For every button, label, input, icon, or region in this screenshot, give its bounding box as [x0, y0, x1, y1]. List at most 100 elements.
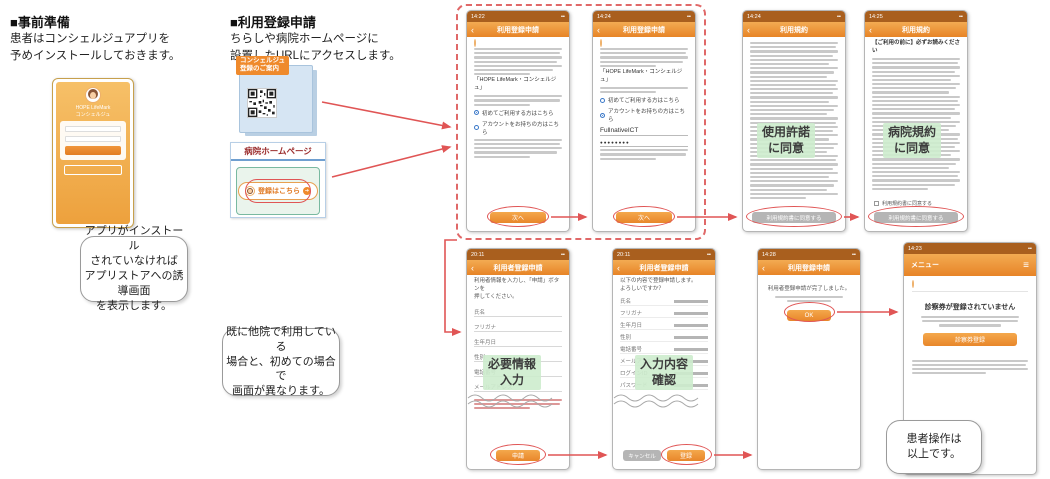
- back-icon[interactable]: ‹: [617, 262, 620, 273]
- terms-text-lines: [750, 42, 838, 200]
- screen-body: 「HOPE LifeMark・コンシェルジュ」 初めてご利用する方はこちら アカ…: [467, 37, 569, 231]
- login-button[interactable]: [65, 146, 121, 155]
- app-header: ‹ 利用規約: [743, 22, 845, 37]
- phone-hospital-terms: 14:25 ▪▪ ‹ 利用規約 【ご利用の前に】必ずお読みください 病院規約 に…: [864, 10, 968, 232]
- password-value[interactable]: ●●●●●●●●: [600, 140, 688, 148]
- screen-body: 「HOPE LifeMark・コンシェルジュ」 初めてご利用する方はこちら アカ…: [593, 37, 695, 231]
- login-id-input[interactable]: [65, 126, 121, 132]
- radio-label: アカウントをお持ちの方はこちら: [482, 121, 560, 136]
- screen-body: 診察券が登録されていません 診察券登録: [904, 276, 1036, 474]
- field-label: 性別: [620, 334, 632, 341]
- status-bar: 14:25 ▪▪: [865, 11, 967, 22]
- complete-message: 利用者登録申請が完了しました。: [767, 286, 851, 292]
- next-button[interactable]: 次へ: [616, 212, 672, 223]
- status-icons: ▪▪: [959, 13, 963, 20]
- dashed-highlight-group: [456, 4, 706, 240]
- header-title: 利用登録申請: [788, 264, 830, 272]
- qr-code: [247, 88, 277, 118]
- app-name-text: 「HOPE LifeMark・コンシェルジュ」: [474, 77, 557, 92]
- apply-button[interactable]: 申請: [496, 450, 540, 461]
- field-label: 氏名: [474, 309, 486, 316]
- radio-first-time[interactable]: 初めてご利用する方はこちら: [600, 96, 688, 104]
- app-header: ‹ 利用者登録申請: [613, 260, 715, 275]
- callout-patient-done: 患者操作は 以上です。: [886, 420, 982, 474]
- next-button[interactable]: 次へ: [490, 212, 546, 223]
- flow-arrow: [331, 145, 452, 178]
- password-input[interactable]: [65, 136, 121, 142]
- sub-text-lines: [912, 359, 1028, 375]
- menu-tab[interactable]: メニュー: [911, 262, 939, 269]
- avatar-icon: [600, 39, 602, 47]
- hamburger-icon[interactable]: ≡: [1023, 259, 1029, 271]
- header-title: 利用登録申請: [623, 26, 665, 34]
- field-label: 電話番号: [620, 346, 643, 353]
- login-id-value[interactable]: FullnativeICT: [600, 127, 688, 137]
- register-here-button[interactable]: 登録はこちら ➔: [238, 182, 318, 200]
- field-label: 生年月日: [620, 322, 643, 329]
- header-title: 利用登録申請: [497, 26, 539, 34]
- form-field-row[interactable]: 氏名: [474, 306, 562, 317]
- status-bar: 14:23 ▪▪: [904, 243, 1036, 254]
- back-icon[interactable]: ‹: [762, 262, 765, 273]
- flow-arrow: [444, 239, 462, 336]
- radio-icon: [474, 110, 479, 116]
- screen-body: 利用者登録申請が完了しました。 OK: [758, 275, 860, 469]
- radio-icon: [600, 112, 605, 118]
- back-icon[interactable]: ‹: [747, 24, 750, 35]
- field-label: パスワード: [620, 382, 648, 389]
- header-title: 利用規約: [902, 26, 930, 34]
- confirm-row: 氏名: [620, 294, 708, 306]
- value-line: [674, 324, 708, 327]
- app-header: ‹ 利用登録申請: [593, 22, 695, 37]
- no-card-message: 診察券が登録されていません: [924, 304, 1016, 311]
- annotation-license-agree: 使用許諾 に同意: [757, 123, 816, 159]
- radio-label: アカウントをお持ちの方はこちら: [608, 109, 686, 124]
- value-line: [674, 348, 708, 351]
- hospital-homepage-mockup: 病院ホームページ 登録はこちら ➔: [230, 142, 326, 218]
- back-icon[interactable]: ‹: [597, 24, 600, 35]
- app-header: メニュー ≡: [904, 254, 1036, 276]
- header-title: 利用者登録申請: [493, 264, 543, 272]
- field-label: 氏名: [620, 298, 632, 305]
- terms-text-lines: [600, 86, 688, 94]
- cancel-button[interactable]: キャンセル: [623, 450, 661, 461]
- agree-checkbox[interactable]: 利用規約書に同意する: [874, 200, 932, 207]
- app-header: ‹ 利用登録申請: [758, 260, 860, 275]
- signup-button[interactable]: [63, 165, 123, 175]
- annotation-hospital-agree: 病院規約 に同意: [883, 123, 942, 159]
- phone-request-complete: 14:28 ▪▪ ‹ 利用登録申請 利用者登録申請が完了しました。 OK: [757, 248, 861, 470]
- register-card-button[interactable]: 診察券登録: [923, 332, 1017, 346]
- register-button[interactable]: 登録: [667, 450, 705, 461]
- back-icon[interactable]: ‹: [471, 24, 474, 35]
- radio-have-account[interactable]: アカウントをお持ちの方はこちら: [474, 120, 562, 136]
- screen-body: 使用許諾 に同意 利用規約書に同意する: [743, 37, 845, 231]
- value-line: [674, 336, 708, 339]
- status-icons: ▪▪: [687, 13, 691, 20]
- status-bar: 14:24 ▪▪: [743, 11, 845, 22]
- notice-text: 【ご利用の前に】必ずお読みください: [872, 40, 961, 54]
- terms-text-lines: [474, 48, 562, 76]
- prep-heading: ■事前準備: [10, 15, 70, 30]
- register-here-label: 登録はこちら: [258, 188, 300, 195]
- ok-button[interactable]: OK: [787, 310, 831, 322]
- form-field-row[interactable]: フリガナ: [474, 321, 562, 332]
- radio-have-account[interactable]: アカウントをお持ちの方はこちら: [600, 107, 688, 123]
- app-name-text: 「HOPE LifeMark・コンシェルジュ」: [600, 68, 683, 83]
- agree-terms-button[interactable]: 利用規約書に同意する: [752, 212, 836, 223]
- radio-first-time[interactable]: 初めてご利用する方はこちら: [474, 109, 562, 117]
- status-icons: ▪▪: [561, 13, 565, 20]
- prep-body: 患者はコンシェルジュアプリを 予めインストールしておきます。: [10, 33, 181, 63]
- field-label: 生年月日: [474, 339, 497, 346]
- back-icon[interactable]: ‹: [471, 262, 474, 273]
- status-bar: 14:22 ▪▪: [467, 11, 569, 22]
- arrow-icon: ➔: [303, 187, 311, 195]
- terms-text-lines: [600, 48, 688, 67]
- back-icon[interactable]: ‹: [869, 24, 872, 35]
- radio-icon: [600, 97, 605, 103]
- confirm-row: 生年月日: [620, 318, 708, 330]
- agree-terms-button[interactable]: 利用規約書に同意する: [874, 212, 958, 223]
- form-field-row[interactable]: 生年月日: [474, 336, 562, 347]
- status-time: 14:24: [747, 13, 761, 20]
- terms-text-lines: [474, 95, 562, 106]
